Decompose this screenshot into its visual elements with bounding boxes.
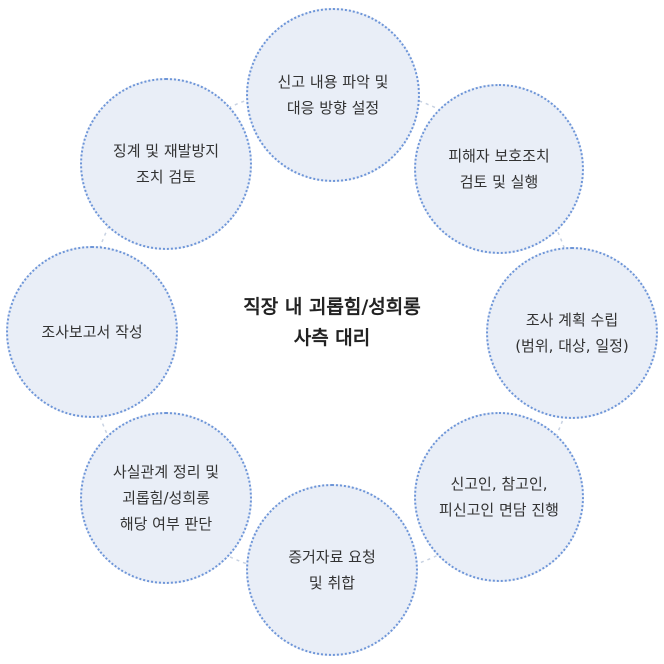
center-title: 직장 내 괴롭힘/성희롱 사측 대리 bbox=[243, 296, 421, 349]
step-label-2: 피해자 보호조치 검토 및 실행 bbox=[448, 147, 550, 191]
step-node-2: 피해자 보호조치 검토 및 실행 bbox=[414, 84, 584, 254]
step-node-6: 사실관계 정리 및 괴롭힘/성희롱 해당 여부 판단 bbox=[80, 412, 252, 584]
step-node-3: 조사 계획 수립 (범위, 대상, 일정) bbox=[486, 247, 658, 419]
step-label-1: 신고 내용 파악 및 대응 방향 설정 bbox=[277, 73, 389, 117]
step-label-6: 사실관계 정리 및 괴롭힘/성희롱 해당 여부 판단 bbox=[112, 463, 220, 533]
step-label-4: 신고인, 참고인, 피신고인 면담 진행 bbox=[439, 475, 559, 519]
step-node-4: 신고인, 참고인, 피신고인 면담 진행 bbox=[414, 412, 584, 582]
step-node-8: 징계 및 재발방지 조치 검토 bbox=[80, 78, 252, 250]
step-label-5: 증거자료 요청 및 취합 bbox=[288, 548, 376, 592]
step-node-1: 신고 내용 파악 및 대응 방향 설정 bbox=[246, 8, 420, 182]
step-label-7: 조사보고서 작성 bbox=[41, 323, 143, 341]
step-node-5: 증거자료 요청 및 취합 bbox=[246, 484, 418, 656]
step-label-8: 징계 및 재발방지 조치 검토 bbox=[112, 142, 220, 186]
step-label-3: 조사 계획 수립 (범위, 대상, 일정) bbox=[515, 311, 629, 355]
step-node-7: 조사보고서 작성 bbox=[6, 246, 178, 418]
